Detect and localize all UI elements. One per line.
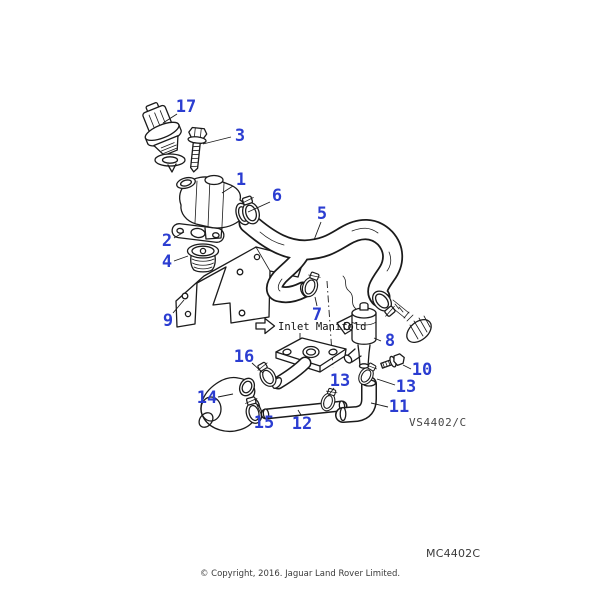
- inlet-manifold-arrow-icon: [255, 317, 276, 335]
- callout-14: 14: [197, 388, 217, 408]
- part-sensor: [142, 102, 186, 173]
- part-plug: [186, 243, 220, 273]
- callout-2: 2: [162, 231, 172, 251]
- part-elbow-hose-large: [198, 376, 261, 433]
- callout-9: 9: [163, 311, 173, 331]
- callout-11: 11: [389, 397, 409, 417]
- callout-leader-11: [370, 402, 389, 408]
- callout-4: 4: [162, 252, 172, 272]
- callout-leader-2: [173, 231, 185, 239]
- callout-15: 15: [254, 413, 274, 433]
- thermo-capsule: [403, 311, 432, 343]
- callout-leader-17: [162, 113, 178, 124]
- callout-13-right: 13: [396, 377, 416, 397]
- callout-17: 17: [176, 97, 196, 117]
- part-hose: [238, 212, 404, 308]
- callout-leader-3: [202, 136, 232, 145]
- callout-leader-8: [373, 337, 382, 342]
- callout-1: 1: [236, 170, 246, 190]
- copyright-text: © Copyright, 2016. Jaguar Land Rover Lim…: [200, 569, 400, 579]
- callout-10: 10: [412, 360, 432, 380]
- callout-leader-10: [402, 364, 412, 370]
- callout-leader-12: [297, 409, 302, 416]
- callout-leader-5: [313, 221, 322, 241]
- callout-leader-13-right: [376, 378, 396, 386]
- part-valve-8: [336, 275, 432, 369]
- callout-16: 16: [234, 347, 254, 367]
- catalog-code: MC4402C: [426, 547, 480, 560]
- part-bolt-3: [187, 126, 208, 173]
- callout-leader-9: [172, 299, 185, 314]
- callout-5: 5: [317, 204, 327, 224]
- callout-leader-1: [221, 185, 234, 194]
- callout-7: 7: [312, 305, 322, 325]
- callout-leader-4: [173, 255, 189, 262]
- part-manifold-adapter: [271, 337, 347, 390]
- callout-8: 8: [385, 331, 395, 351]
- callout-leader-14: [217, 393, 234, 398]
- callout-leader-13-left: [327, 387, 335, 397]
- callout-leader-7: [314, 296, 318, 307]
- drawing-code: VS4402/C: [409, 416, 467, 429]
- callout-6-upper: 6: [272, 186, 282, 206]
- callout-3: 3: [235, 126, 245, 146]
- callout-leader-15: [256, 404, 262, 415]
- part-valve-1: [176, 174, 251, 240]
- callout-leader-6-upper: [247, 201, 271, 213]
- inlet-manifold-label: Inlet Manifold: [278, 321, 367, 333]
- callout-leader-16: [251, 362, 264, 374]
- callout-12: 12: [292, 414, 312, 434]
- callout-13-left: 13: [330, 371, 350, 391]
- part-bolt-10: [380, 353, 405, 369]
